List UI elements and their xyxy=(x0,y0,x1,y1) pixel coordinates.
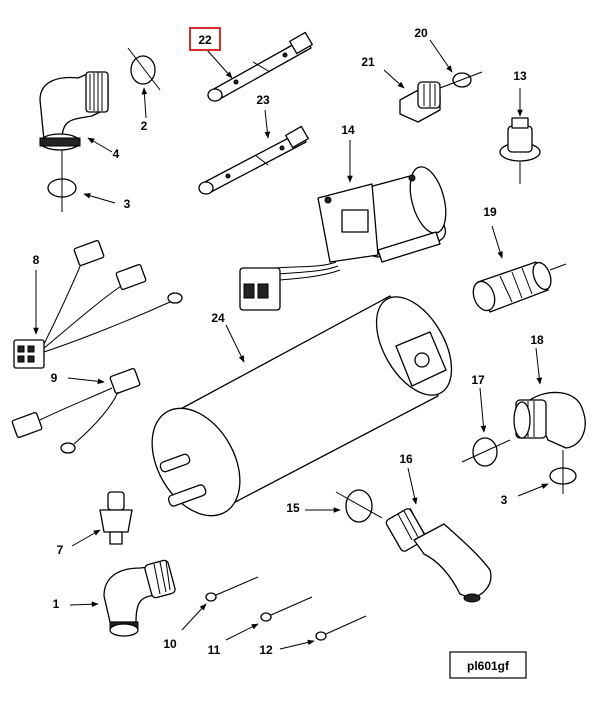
callout-22: 22 xyxy=(198,33,212,47)
leader-lines xyxy=(33,39,549,650)
part-8-wiring-harness xyxy=(13,240,183,369)
callout-15: 15 xyxy=(286,501,300,515)
part-20-o-ring xyxy=(439,71,483,89)
callout-16: 16 xyxy=(399,452,413,466)
callout-1: 1 xyxy=(53,597,60,611)
part-21-fitting xyxy=(399,81,441,123)
part-7-valve xyxy=(99,491,133,545)
figure-reference-label: pl601gf xyxy=(467,659,510,673)
callout-18: 18 xyxy=(530,333,544,347)
figure-reference-box xyxy=(449,651,527,679)
part-22-cable-rod xyxy=(207,31,313,102)
part-19-coupling xyxy=(472,261,567,313)
callout-21: 21 xyxy=(361,55,375,69)
callout-14: 14 xyxy=(341,123,355,137)
callout-7: 7 xyxy=(57,543,64,557)
part-23-cable-rod xyxy=(198,125,309,195)
part-13-sensor xyxy=(499,117,541,184)
callout-labels: 2 4 3 8 9 7 1 10 11 12 13 14 19 18 17 3 … xyxy=(33,26,544,657)
callout-23: 23 xyxy=(256,93,270,107)
figure-reference: pl601gf xyxy=(449,651,527,679)
part-4-elbow-fitting xyxy=(39,71,109,151)
part-16-elbow-pipe xyxy=(385,507,492,603)
callout-12: 12 xyxy=(259,643,273,657)
callout-4: 4 xyxy=(113,147,120,161)
callout-24: 24 xyxy=(211,311,225,325)
part-17-o-ring xyxy=(461,437,511,467)
part-2-o-ring xyxy=(127,47,161,91)
callout-3-right: 3 xyxy=(501,493,508,507)
callout-19: 19 xyxy=(483,205,497,219)
callout-8: 8 xyxy=(33,253,40,267)
callout-3-left: 3 xyxy=(124,197,131,211)
callout-22-highlight-box xyxy=(189,27,221,51)
callout-13: 13 xyxy=(513,69,527,83)
part-9-cable xyxy=(11,368,141,454)
callout-10: 10 xyxy=(163,637,177,651)
part-11-lead-wire xyxy=(260,596,313,622)
part-3-o-ring-left xyxy=(47,150,77,212)
callout-20: 20 xyxy=(414,26,428,40)
part-24-pump-cylinder xyxy=(151,295,453,517)
callout-9: 9 xyxy=(51,371,58,385)
part-15-o-ring xyxy=(335,489,383,523)
part-18-elbow-fitting xyxy=(513,391,586,449)
part-10-lead-wire xyxy=(205,576,259,602)
callout-11: 11 xyxy=(208,643,221,657)
callout-2: 2 xyxy=(141,119,148,133)
part-14-motor-assembly xyxy=(239,166,447,311)
part-1-elbow-fitting xyxy=(103,559,176,637)
part-12-lead-wire xyxy=(315,615,367,641)
part-3-o-ring-right xyxy=(549,450,577,494)
callout-17: 17 xyxy=(471,373,485,387)
